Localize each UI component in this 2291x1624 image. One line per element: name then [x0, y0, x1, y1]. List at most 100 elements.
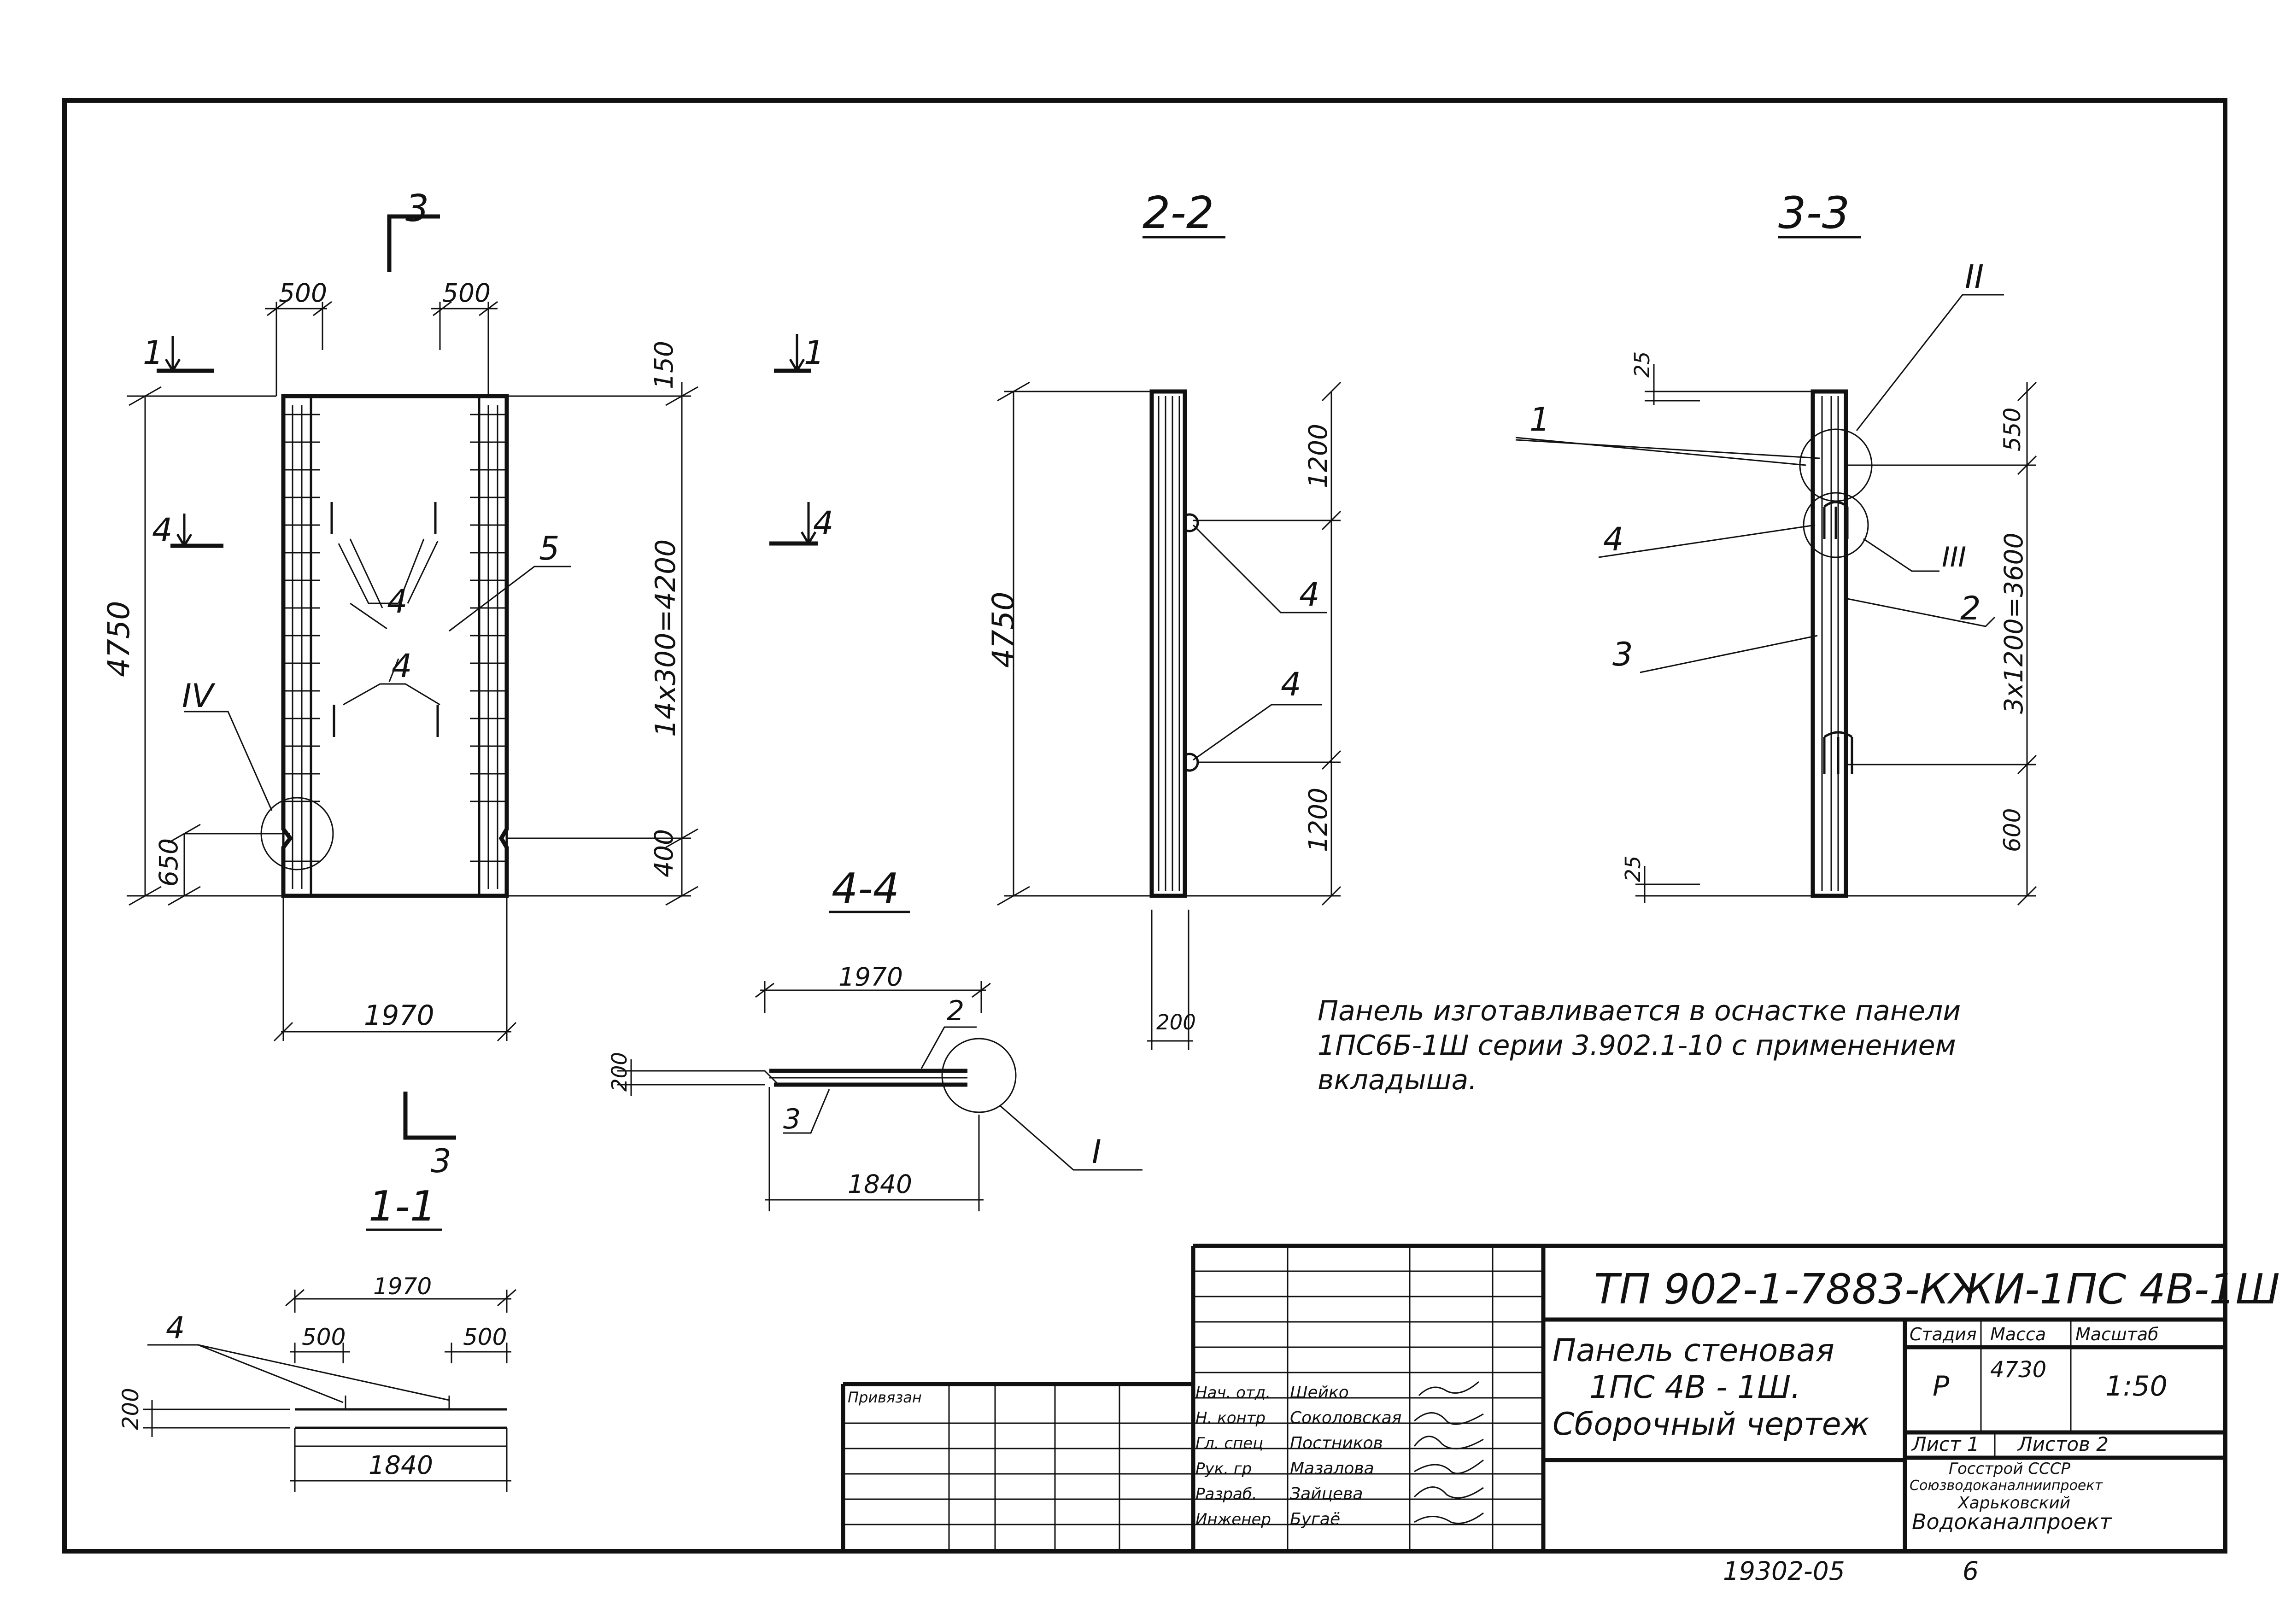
section-4-4-dim-thick: 200: [607, 1052, 632, 1092]
plan-section-mark-bottom: 3: [431, 1142, 451, 1180]
general-note: Панель изготавливается в оснастке панели…: [1318, 995, 1961, 1096]
plan-dim-top-right: 500: [442, 278, 491, 308]
tb-org-4: Водоканалпроект: [1912, 1509, 2112, 1534]
section-1-1-dim-thick: 200: [118, 1388, 144, 1430]
section-3-3-dim-bottom-small: 25: [1621, 856, 1645, 882]
plan-callout-4b: 4: [392, 647, 412, 685]
signature-6: [1414, 1512, 1484, 1524]
tb-scale-label: Масштаб: [2075, 1324, 2159, 1344]
tb-scale: 1:50: [2105, 1370, 2168, 1402]
tb-name-line-3: Сборочный чертеж: [1553, 1406, 1869, 1443]
plan-cut-4-right: 4: [813, 504, 834, 542]
section-3-3-callout-1: 1: [1529, 401, 1550, 438]
tb-name-5: Зайцева: [1290, 1484, 1363, 1503]
plan-view: 3 1 4 1 4 4 4: [102, 187, 834, 1180]
drawing-frame: [62, 98, 2227, 1554]
signature-2: [1414, 1412, 1484, 1425]
section-4-4-dim-top: 1970: [838, 962, 903, 992]
tb-mass: 4730: [1990, 1357, 2046, 1383]
section-2-2-title: 2-2: [1143, 188, 1214, 239]
section-1-1-title: 1-1: [369, 1182, 436, 1231]
section-3-3: 3-3 1 4 3 2 II III 550 3x1200=3600 600 2…: [1515, 188, 2037, 906]
tb-org-3: Харьковский: [1957, 1494, 2070, 1513]
plan-callout-5: 5: [539, 530, 560, 567]
section-4-4: 4-4 1970 200 2 3 1840 I: [607, 865, 1143, 1211]
section-2-2: 2-2 4 4 4750 1200 1200 200: [986, 188, 1342, 1050]
title-block: Привязан Нач. отд. Н. контр Гл. спец Рук…: [841, 1244, 2291, 1586]
section-2-2-dim-thick: 200: [1156, 1010, 1196, 1034]
section-2-2-dim-height: 4750: [986, 592, 1021, 668]
section-4-4-dim-bottom: 1840: [848, 1169, 912, 1199]
tb-bottom-number: 19302-05: [1723, 1556, 1845, 1586]
tb-sheet: Лист 1: [1911, 1433, 1980, 1455]
tb-role-4: Рук. гр: [1195, 1460, 1252, 1478]
tb-stage-label: Стадия: [1910, 1324, 1977, 1344]
tb-name-4: Мазалова: [1290, 1459, 1374, 1478]
section-2-2-dim-bottom: 1200: [1303, 788, 1333, 852]
note-line-1: Панель изготавливается в оснастке панели: [1318, 995, 1961, 1027]
tb-stage: Р: [1933, 1370, 1950, 1402]
section-4-4-node-I: I: [1092, 1133, 1102, 1171]
section-4-4-title: 4-4: [832, 865, 899, 913]
plan-dim-left-bottom: 650: [154, 838, 183, 887]
tb-role-3: Гл. спец: [1195, 1434, 1263, 1453]
section-1-1-dim-top: 1970: [373, 1273, 432, 1300]
plan-section-mark-top: 3: [405, 187, 429, 230]
tb-bottom-sheet: 6: [1963, 1556, 1979, 1586]
tb-org-2: Союзводоканалниипроект: [1910, 1478, 2104, 1494]
tb-role-6: Инженер: [1195, 1510, 1271, 1529]
section-3-3-callout-2: 2: [1960, 590, 1981, 627]
section-4-4-callout-2: 2: [947, 995, 964, 1027]
plan-callout-4a: 4: [387, 583, 408, 620]
section-4-4-callout-3: 3: [783, 1103, 801, 1135]
tb-role-5: Разраб.: [1195, 1485, 1257, 1503]
section-3-3-dim-top: 550: [1999, 408, 2026, 451]
tb-name-line-2: 1ПС 4В - 1Ш.: [1589, 1369, 1801, 1406]
plan-dim-height: 4750: [102, 601, 136, 677]
section-1-1-callout-4: 4: [166, 1311, 185, 1345]
note-line-3: вкладыша.: [1318, 1064, 1477, 1096]
title-block-privyazan: Привязан: [848, 1389, 922, 1406]
plan-dim-spacing: 14x300=4200: [650, 539, 682, 737]
plan-dim-bottom-width: 1970: [364, 999, 434, 1032]
section-3-3-title: 3-3: [1778, 188, 1850, 239]
signature-3: [1413, 1436, 1484, 1449]
tb-name-1: Шейко: [1290, 1383, 1349, 1402]
signature-1: [1418, 1381, 1479, 1396]
tb-code: ТП 902-1-7883-КЖИ-1ПС 4В-1Ш СБ: [1594, 1265, 2291, 1314]
tb-name-6: Бугаё: [1290, 1510, 1340, 1529]
section-1-1-dim-right: 500: [463, 1324, 507, 1350]
section-3-3-callout-4: 4: [1603, 520, 1624, 558]
plan-dim-bottom: 400: [649, 829, 679, 877]
tb-org-1: Госстрой СССР: [1949, 1460, 2070, 1478]
note-line-2: 1ПС6Б-1Ш серии 3.902.1-10 с применением: [1318, 1029, 1956, 1062]
section-1-1-dim-bottom: 1840: [369, 1450, 433, 1480]
tb-role-1: Нач. отд.: [1195, 1384, 1271, 1402]
section-2-2-callout-4a: 4: [1299, 576, 1320, 613]
signature-5: [1413, 1486, 1484, 1499]
tb-name-2: Соколовская: [1290, 1408, 1401, 1427]
tb-name-3: Постников: [1290, 1434, 1383, 1453]
tb-mass-label: Масса: [1990, 1324, 2046, 1344]
section-1-1-dim-left: 500: [302, 1324, 346, 1350]
tb-name-line-1: Панель стеновая: [1553, 1332, 1834, 1369]
plan-cut-1-right: 1: [804, 334, 825, 372]
section-2-2-dim-top: 1200: [1303, 424, 1333, 488]
section-3-3-callout-3: 3: [1612, 636, 1633, 673]
tb-role-2: Н. контр: [1195, 1409, 1266, 1427]
section-3-3-dim-bottom: 600: [1999, 808, 2026, 852]
signature-4: [1414, 1459, 1484, 1474]
plan-node-IV: IV: [182, 677, 216, 715]
section-1-1: 1-1 1970 500 500 200 1840 4: [118, 1182, 516, 1492]
section-3-3-dim-top-small: 25: [1630, 351, 1654, 378]
plan-dim-top-left: 500: [279, 278, 327, 308]
section-3-3-node-III: III: [1942, 541, 1966, 573]
plan-dim-top: 150: [649, 341, 679, 389]
section-2-2-callout-4b: 4: [1281, 666, 1301, 703]
plan-cut-1-left: 1: [143, 334, 164, 372]
plan-cut-4-left: 4: [152, 511, 173, 549]
section-3-3-node-II: II: [1965, 258, 1984, 296]
tb-sheets: Листов 2: [2017, 1433, 2109, 1455]
section-3-3-dim-mid: 3x1200=3600: [1999, 532, 2028, 714]
